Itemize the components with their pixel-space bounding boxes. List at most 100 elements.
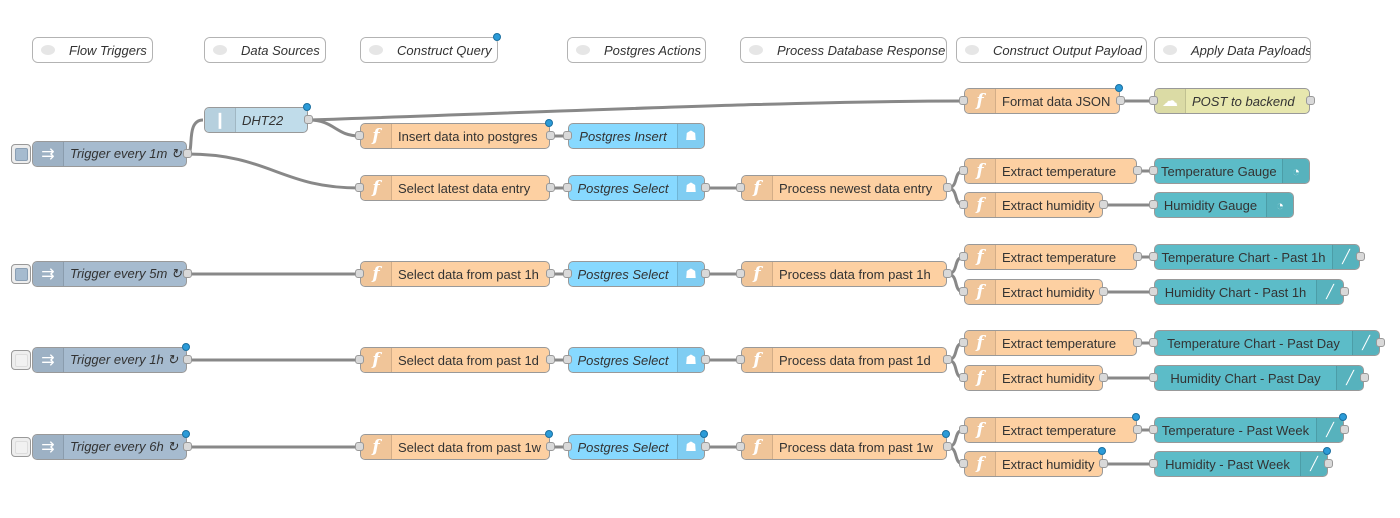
output-port[interactable] — [701, 269, 710, 278]
input-port[interactable] — [959, 166, 968, 175]
trigger-6h-node[interactable]: ⇉ Trigger every 6h ↻ — [11, 430, 192, 460]
input-port[interactable] — [355, 355, 364, 364]
input-port[interactable] — [959, 338, 968, 347]
temperature-chart-day-node[interactable]: Temperature Chart - Past Day ╱ — [1149, 330, 1385, 356]
inject-button[interactable] — [11, 437, 31, 457]
input-port[interactable] — [1149, 287, 1158, 296]
trigger-1m-node[interactable]: ⇉ Trigger every 1m ↻ — [11, 141, 192, 167]
input-port[interactable] — [355, 183, 364, 192]
input-port[interactable] — [563, 183, 572, 192]
input-port[interactable] — [959, 200, 968, 209]
input-port[interactable] — [563, 355, 572, 364]
input-port[interactable] — [959, 425, 968, 434]
insert-data-node[interactable]: f Insert data into postgres — [355, 119, 555, 149]
temperature-week-node[interactable]: Temperature - Past Week ╱ — [1149, 413, 1349, 443]
input-port[interactable] — [959, 252, 968, 261]
dht22-node[interactable]: ❙ DHT22 — [204, 103, 313, 133]
output-port[interactable] — [701, 183, 710, 192]
post-backend-node[interactable]: ☁ POST to backend — [1149, 88, 1315, 114]
output-port[interactable] — [1306, 96, 1315, 105]
inject-button[interactable] — [11, 350, 31, 370]
input-port[interactable] — [563, 131, 572, 140]
postgres-select-node[interactable]: Postgres Select ☗ — [563, 261, 710, 287]
extract-temperature-node[interactable]: f Extract temperature — [959, 244, 1142, 270]
input-port[interactable] — [1149, 200, 1158, 209]
output-port[interactable] — [183, 149, 192, 158]
output-port[interactable] — [1340, 287, 1349, 296]
input-port[interactable] — [959, 287, 968, 296]
input-port[interactable] — [1149, 459, 1158, 468]
humidity-week-node[interactable]: Humidity - Past Week ╱ — [1149, 447, 1333, 477]
inject-button[interactable] — [11, 264, 31, 284]
input-port[interactable] — [355, 442, 364, 451]
trigger-1h-node[interactable]: ⇉ Trigger every 1h ↻ — [11, 343, 192, 373]
input-port[interactable] — [736, 442, 745, 451]
input-port[interactable] — [736, 183, 745, 192]
output-port[interactable] — [183, 355, 192, 364]
output-port[interactable] — [1324, 459, 1333, 468]
inject-button[interactable] — [11, 144, 31, 164]
extract-humidity-node[interactable]: f Extract humidity — [959, 192, 1108, 218]
input-port[interactable] — [959, 96, 968, 105]
process-1w-node[interactable]: f Process data from past 1w — [736, 430, 952, 460]
output-port[interactable] — [304, 115, 313, 124]
select-1w-node[interactable]: f Select data from past 1w — [355, 430, 555, 460]
output-port[interactable] — [1099, 459, 1108, 468]
trigger-5m-node[interactable]: ⇉ Trigger every 5m ↻ — [11, 261, 192, 287]
output-port[interactable] — [943, 355, 952, 364]
comment-postgres-actions[interactable]: Postgres Actions — [567, 37, 706, 63]
input-port[interactable] — [1149, 166, 1158, 175]
output-port[interactable] — [546, 442, 555, 451]
output-port[interactable] — [183, 269, 192, 278]
temperature-gauge-node[interactable]: Temperature Gauge ◔ — [1149, 158, 1310, 184]
humidity-chart-1h-node[interactable]: Humidity Chart - Past 1h ╱ — [1149, 279, 1349, 305]
output-port[interactable] — [546, 269, 555, 278]
extract-humidity-node[interactable]: f Extract humidity — [959, 279, 1108, 305]
output-port[interactable] — [1133, 166, 1142, 175]
postgres-select-node[interactable]: Postgres Select ☗ — [563, 430, 710, 460]
comment-process-database-response[interactable]: Process Database Response — [740, 37, 947, 63]
humidity-gauge-node[interactable]: Humidity Gauge ◔ — [1149, 192, 1294, 218]
output-port[interactable] — [1133, 425, 1142, 434]
output-port[interactable] — [943, 183, 952, 192]
input-port[interactable] — [1149, 338, 1158, 347]
process-1d-node[interactable]: f Process data from past 1d — [736, 347, 952, 373]
output-port[interactable] — [701, 355, 710, 364]
input-port[interactable] — [563, 269, 572, 278]
select-1h-node[interactable]: f Select data from past 1h — [355, 261, 555, 287]
input-port[interactable] — [736, 355, 745, 364]
input-port[interactable] — [1149, 252, 1158, 261]
temperature-chart-1h-node[interactable]: Temperature Chart - Past 1h ╱ — [1149, 244, 1365, 270]
output-port[interactable] — [701, 442, 710, 451]
extract-humidity-node[interactable]: f Extract humidity — [959, 447, 1108, 477]
output-port[interactable] — [546, 183, 555, 192]
output-port[interactable] — [546, 355, 555, 364]
output-port[interactable] — [943, 442, 952, 451]
output-port[interactable] — [943, 269, 952, 278]
output-port[interactable] — [1356, 252, 1365, 261]
format-json-node[interactable]: f Format data JSON — [959, 84, 1125, 114]
output-port[interactable] — [1360, 373, 1369, 382]
comment-apply-data-payloads[interactable]: Apply Data Payloads — [1154, 37, 1311, 63]
extract-temperature-node[interactable]: f Extract temperature — [959, 330, 1142, 356]
extract-temperature-node[interactable]: f Extract temperature — [959, 158, 1142, 184]
output-port[interactable] — [1116, 96, 1125, 105]
comment-data-sources[interactable]: Data Sources — [204, 37, 326, 63]
process-newest-node[interactable]: f Process newest data entry — [736, 175, 952, 201]
input-port[interactable] — [1149, 96, 1158, 105]
output-port[interactable] — [183, 442, 192, 451]
comment-construct-query[interactable]: Construct Query — [360, 33, 501, 63]
input-port[interactable] — [1149, 425, 1158, 434]
output-port[interactable] — [1133, 252, 1142, 261]
comment-flow-triggers[interactable]: Flow Triggers — [32, 37, 153, 63]
humidity-chart-day-node[interactable]: Humidity Chart - Past Day ╱ — [1149, 365, 1369, 391]
postgres-insert-node[interactable]: Postgres Insert ☗ — [563, 123, 705, 149]
input-port[interactable] — [959, 459, 968, 468]
extract-humidity-node[interactable]: f Extract humidity — [959, 365, 1108, 391]
input-port[interactable] — [736, 269, 745, 278]
select-1d-node[interactable]: f Select data from past 1d — [355, 347, 555, 373]
output-port[interactable] — [1099, 373, 1108, 382]
process-1h-node[interactable]: f Process data from past 1h — [736, 261, 952, 287]
input-port[interactable] — [355, 269, 364, 278]
postgres-select-node[interactable]: Postgres Select ☗ — [563, 347, 710, 373]
